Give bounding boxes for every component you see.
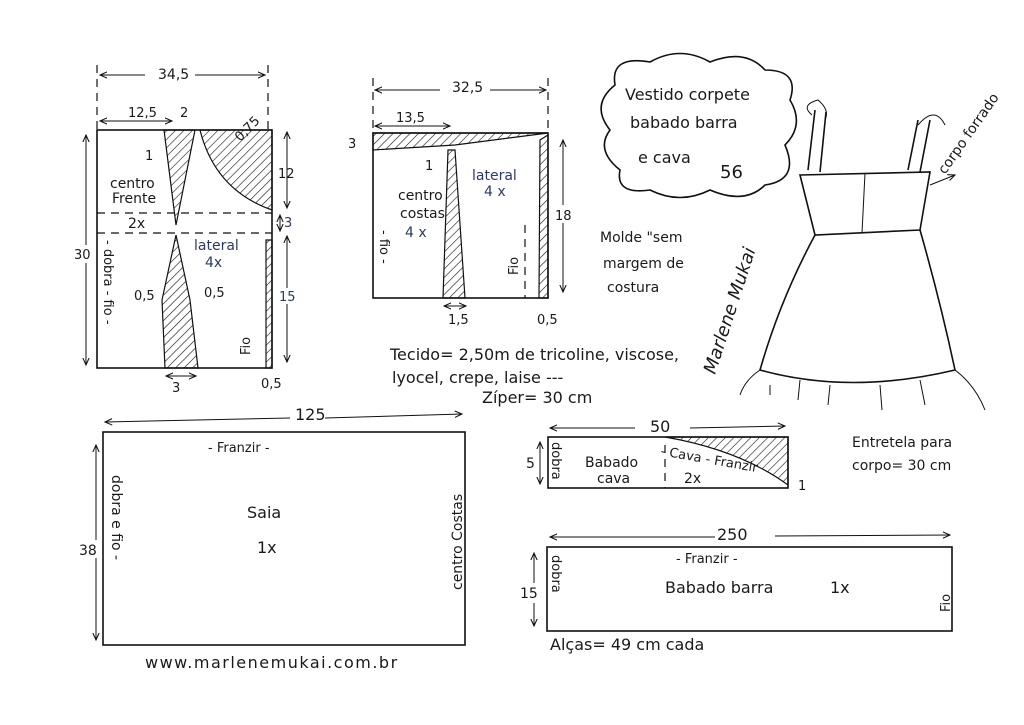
front-height-label: 30 (74, 248, 91, 263)
front-top-left-label: 12,5 (128, 106, 157, 121)
back-grain-left-label: - fio - (376, 230, 391, 264)
back-side-label: lateral (472, 168, 517, 184)
skirt-piece: 125 - Franzir - Saia 1x dobra e fio - ce… (78, 405, 466, 646)
ruffle-armhole-count: 2x (684, 471, 701, 487)
ruffle-armhole-name: Babado (585, 455, 638, 471)
ruffle-armhole-width-label: 50 (650, 417, 670, 436)
title-line-2: babado barra (630, 113, 738, 132)
front-bottom-dart-label: 3 (172, 381, 180, 396)
zipper-note: Zíper= 30 cm (482, 388, 592, 407)
back-center-label: centro (398, 188, 443, 204)
front-fold-label: - dobra - fio - (100, 240, 115, 325)
back-height-label: 18 (555, 209, 572, 224)
front-lower-label: 15 (279, 290, 296, 305)
back-bottom-side-label: 0,5 (537, 313, 558, 328)
back-bottom-dart-label: 1,5 (448, 313, 469, 328)
dress-sketch: corpo forrado (739, 91, 1003, 411)
skirt-width-label: 125 (295, 405, 326, 424)
skirt-height-label: 38 (79, 543, 97, 559)
fabric-line-1: Tecido= 2,50m de tricoline, viscose, (389, 345, 679, 364)
title-number: 56 (720, 162, 743, 183)
front-dart-mark: 1 (145, 149, 153, 164)
ruffle-hem-piece: 250 - Franzir - Babado barra 1x dobra Fi… (520, 525, 954, 632)
front-width-label: 34,5 (158, 67, 189, 83)
skirt-name: Saia (247, 503, 281, 522)
back-dart-mark: 1 (425, 159, 433, 174)
title-line-1: Vestido corpete (625, 85, 750, 104)
skirt-center-label: centro Costas (450, 494, 466, 590)
signature: Marlene Mukai (700, 245, 761, 377)
fabric-line-2: lyocel, crepe, laise --- (392, 368, 563, 387)
molde-note-line-1: Molde "sem (600, 230, 682, 246)
ruffle-hem-name: Babado barra (665, 578, 773, 597)
ruffle-armhole-fold: dobra (548, 442, 563, 480)
molde-note-line-3: costura (607, 280, 659, 296)
ruffle-hem-gather-label: - Franzir - (676, 552, 738, 567)
front-center-label: centro (110, 176, 155, 192)
front-bottom-side-label: 0,5 (261, 377, 282, 392)
front-grain-label: Fio (239, 337, 254, 355)
back-band-label: 3 (348, 137, 356, 152)
front-bodice-piece: 34,5 12,5 2 1 0,75 centro Frente 2x late… (74, 65, 297, 396)
ruffle-hem-count: 1x (830, 578, 850, 597)
front-side-count: 4x (205, 255, 222, 271)
back-center-label-2: costas (400, 206, 445, 222)
front-dart-label: 2 (180, 106, 188, 121)
ruffle-armhole-piece: 50 dobra Babado cava 2x - Cava - Franzir… (526, 417, 806, 494)
skirt-fold-label: dobra e fio - (108, 475, 124, 560)
ruffle-hem-grain: Fio (939, 594, 954, 612)
back-top-left-label: 13,5 (396, 111, 425, 126)
ruffle-armhole-mark: 1 (798, 479, 806, 494)
skirt-gather-label: - Franzir - (208, 441, 270, 456)
molde-note-line-2: margem de (603, 256, 684, 272)
interfacing-line-1: Entretela para (852, 435, 952, 451)
back-width-label: 32,5 (452, 80, 483, 96)
ruffle-armhole-name-2: cava (597, 471, 630, 487)
front-center-count: 2x (128, 216, 145, 232)
front-dart-left-label: 0,5 (134, 289, 155, 304)
dress-label-corpo: corpo forrado (935, 91, 1002, 178)
skirt-count: 1x (257, 538, 277, 557)
front-center-label-2: Frente (112, 191, 156, 207)
title-cloud: Vestido corpete babado barra e cava 56 M… (600, 52, 798, 377)
interfacing-line-2: corpo= 30 cm (852, 458, 951, 474)
materials-notes: Tecido= 2,50m de tricoline, viscose, lyo… (389, 345, 679, 407)
front-dart-right-label: 0,5 (204, 286, 225, 301)
ruffle-hem-width-label: 250 (717, 525, 748, 544)
website-url: www.marlenemukai.com.br (145, 653, 399, 672)
ruffle-armhole-height-label: 5 (526, 456, 535, 472)
front-side-label: lateral (194, 238, 239, 254)
title-line-3: e cava (638, 148, 691, 167)
ruffle-hem-fold: dobra (548, 555, 563, 593)
interfacing-note: Entretela para corpo= 30 cm (852, 435, 952, 474)
ruffle-hem-height-label: 15 (520, 586, 538, 602)
front-band-label: 3 (284, 216, 292, 231)
back-grain-label: Fio (507, 257, 522, 275)
front-upper-label: 12 (278, 167, 295, 182)
straps-note: Alças= 49 cm cada (550, 635, 704, 654)
back-bodice-piece: 32,5 13,5 3 1 lateral 4 x centro costas … (348, 78, 572, 328)
back-side-count: 4 x (484, 184, 506, 200)
back-center-count: 4 x (405, 225, 427, 241)
